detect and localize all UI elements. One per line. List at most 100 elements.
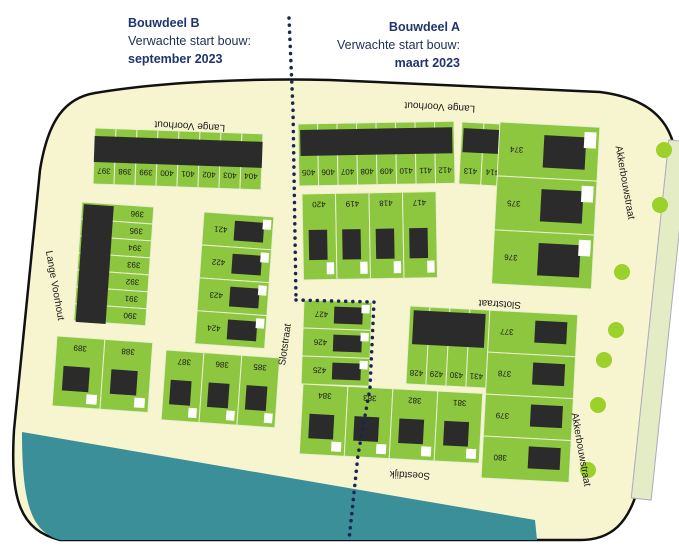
building-row bbox=[93, 135, 263, 168]
lot-number-378: 378 bbox=[497, 369, 511, 379]
building bbox=[333, 306, 363, 325]
lot-number-384: 384 bbox=[317, 391, 331, 401]
lot-number-376: 376 bbox=[503, 252, 517, 262]
building bbox=[228, 286, 260, 309]
phase-a-info: Bouwdeel A Verwachte start bouw: maart 2… bbox=[337, 18, 460, 72]
lot-number-405: 405 bbox=[301, 168, 315, 177]
shed bbox=[465, 448, 477, 459]
lot-number-422: 422 bbox=[211, 257, 225, 267]
building bbox=[534, 320, 568, 345]
phase-b-info: Bouwdeel B Verwachte start bouw: septemb… bbox=[128, 14, 251, 68]
tree bbox=[590, 397, 606, 413]
building bbox=[231, 253, 262, 276]
tree bbox=[656, 142, 672, 158]
canal-water bbox=[22, 432, 537, 540]
shed bbox=[262, 219, 272, 230]
building bbox=[443, 420, 470, 447]
building bbox=[542, 135, 587, 170]
shed bbox=[427, 260, 435, 273]
building bbox=[206, 382, 230, 409]
tree bbox=[608, 322, 624, 338]
shed bbox=[375, 443, 387, 455]
shed bbox=[331, 441, 342, 452]
lot-number-393: 393 bbox=[126, 260, 140, 270]
lot-number-385: 385 bbox=[253, 362, 267, 372]
lot-number-382: 382 bbox=[407, 396, 421, 406]
building bbox=[226, 319, 258, 342]
building bbox=[233, 220, 265, 243]
lot-number-398: 398 bbox=[118, 167, 132, 176]
lot-number-380: 380 bbox=[493, 453, 507, 463]
lot-number-426: 426 bbox=[313, 337, 327, 346]
lot-number-414: 414 bbox=[485, 167, 499, 177]
lot-number-374: 374 bbox=[509, 145, 523, 155]
phase-boundary-line-loop bbox=[294, 298, 376, 542]
tree bbox=[596, 352, 612, 368]
building-row bbox=[75, 204, 114, 324]
shed bbox=[225, 410, 235, 421]
lot-number-396: 396 bbox=[130, 209, 144, 219]
building bbox=[353, 416, 380, 442]
shed bbox=[361, 304, 370, 314]
shed bbox=[359, 360, 368, 370]
shed bbox=[583, 131, 597, 149]
lot-number-424: 424 bbox=[206, 323, 220, 333]
lot-number-408: 408 bbox=[360, 167, 374, 176]
shed bbox=[257, 285, 267, 296]
lot-number-391: 391 bbox=[124, 294, 138, 304]
street-label-lange-voorhout-top: Lange Voorhout bbox=[154, 118, 225, 133]
lot-number-388: 388 bbox=[121, 347, 135, 357]
building bbox=[244, 385, 268, 412]
building bbox=[409, 227, 429, 259]
lot-number-420: 420 bbox=[312, 200, 326, 209]
lot-number-394: 394 bbox=[127, 243, 141, 253]
phase-a-title: Bouwdeel A bbox=[388, 20, 460, 34]
building bbox=[412, 310, 486, 348]
shed bbox=[85, 394, 98, 405]
lot-number-411: 411 bbox=[419, 166, 432, 175]
shed bbox=[360, 261, 368, 274]
lot-number-430: 430 bbox=[449, 370, 463, 380]
lot-number-412: 412 bbox=[438, 165, 452, 174]
lot-number-390: 390 bbox=[123, 311, 137, 321]
lot-number-379: 379 bbox=[495, 411, 509, 421]
phase-b-date: september 2023 bbox=[128, 52, 223, 66]
building bbox=[342, 229, 362, 260]
phase-b-label: Verwachte start bouw: bbox=[128, 34, 251, 48]
lot-number-428: 428 bbox=[409, 368, 423, 378]
lot-number-417: 417 bbox=[412, 198, 426, 207]
lot-number-410: 410 bbox=[399, 166, 413, 175]
lot-number-406: 406 bbox=[321, 167, 335, 176]
tree bbox=[580, 462, 596, 478]
building bbox=[308, 413, 335, 440]
lot-number-375: 375 bbox=[506, 198, 520, 208]
shed bbox=[578, 239, 591, 257]
lot-number-407: 407 bbox=[340, 167, 354, 176]
lot-number-423: 423 bbox=[209, 290, 223, 300]
phase-boundary-line-vertical-top bbox=[287, 16, 298, 302]
tree bbox=[652, 197, 668, 213]
shed bbox=[187, 407, 197, 419]
shed bbox=[260, 252, 270, 263]
lot-block-block-right-upper: 374 375 376 bbox=[490, 121, 601, 290]
lot-number-403: 403 bbox=[223, 170, 237, 179]
phase-a-label: Verwachte start bouw: bbox=[337, 38, 460, 52]
lot-number-400: 400 bbox=[160, 168, 174, 177]
shed bbox=[393, 261, 402, 274]
building bbox=[537, 242, 581, 278]
lot-number-429: 429 bbox=[429, 369, 443, 379]
street-label-slotstraat-right: Slotstraat bbox=[478, 297, 521, 310]
lot-number-395: 395 bbox=[129, 226, 143, 236]
shed bbox=[360, 332, 369, 342]
building bbox=[539, 189, 584, 224]
street-label-soestdijk: Soestdijk bbox=[388, 468, 430, 481]
lot-number-381: 381 bbox=[452, 398, 466, 408]
building bbox=[61, 365, 90, 393]
shed bbox=[255, 318, 265, 329]
building bbox=[332, 334, 362, 353]
